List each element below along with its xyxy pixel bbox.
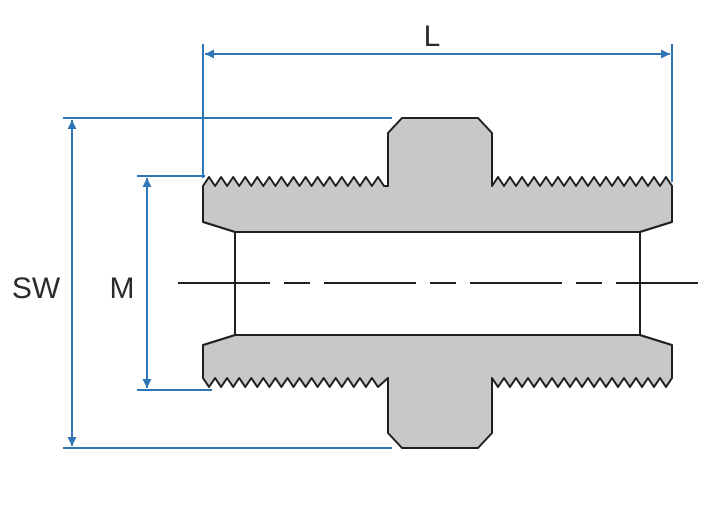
chamfer-left-bottom [202,334,236,346]
fitting-upper-wall [202,117,673,233]
dimension-label-sw: SW [12,272,61,305]
dimension-label-m: M [110,272,135,305]
chamfer-left-top [202,221,236,233]
dimension-label-l: L [424,20,441,53]
chamfer-right-bottom [639,334,673,346]
fitting-lower-wall [202,334,673,449]
chamfer-right-top [639,221,673,233]
